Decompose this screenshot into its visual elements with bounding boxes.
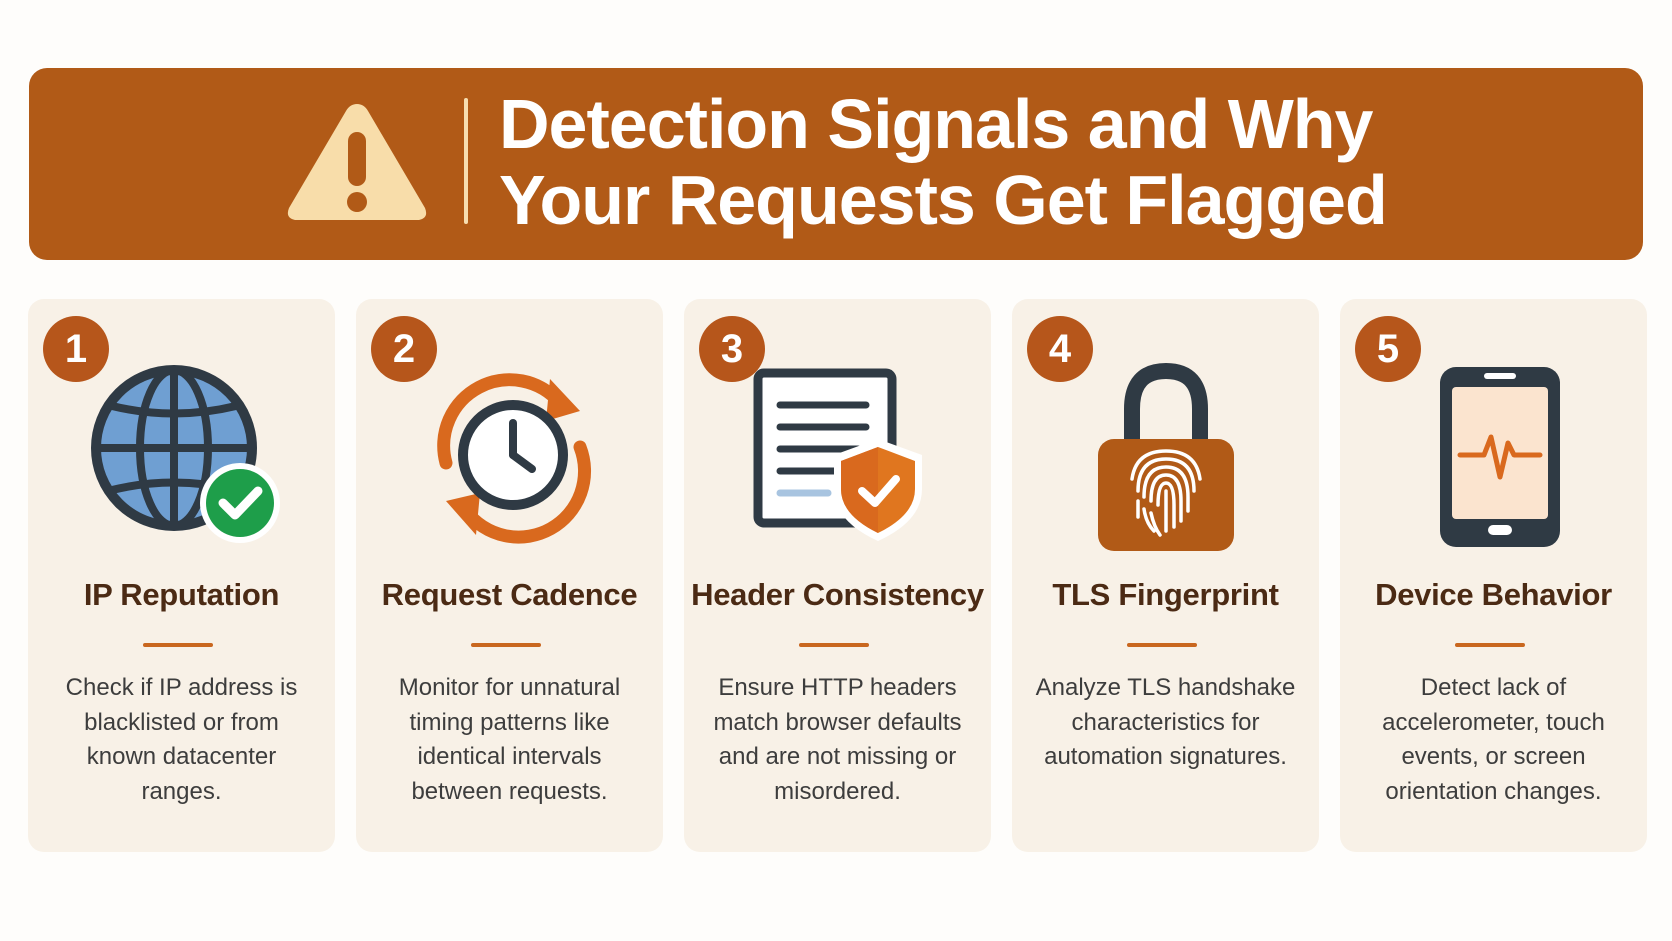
card-tls-fingerprint: 4 TLS Fingerprint Analyze TLS handshake …	[1012, 299, 1319, 852]
card-request-cadence: 2 Request Cadence Monitor for unnatural …	[356, 299, 663, 852]
card-description: Check if IP address is blacklisted or fr…	[65, 674, 298, 805]
card-description: Analyze TLS handshake characteristics fo…	[1035, 674, 1296, 770]
card-ip-reputation: 1 IP Reputation Check if IP address is b…	[28, 299, 335, 852]
step-number-badge: 2	[371, 316, 437, 382]
card-description: Ensure HTTP headers match browser defaul…	[713, 674, 962, 805]
header-divider	[464, 98, 468, 224]
card-header-consistency: 3 Header Consistency Ensure HTTP headers…	[684, 299, 991, 852]
step-number-badge: 5	[1355, 316, 1421, 382]
title-underline	[1127, 643, 1197, 647]
step-number-badge: 3	[699, 316, 765, 382]
card-title: Device Behavior	[1375, 577, 1612, 612]
title-line-2: Your Requests Get Flagged	[499, 161, 1388, 239]
card-description: Detect lack of accelerometer, touch even…	[1382, 674, 1605, 805]
warning-triangle-icon	[287, 104, 427, 220]
card-title: Request Cadence	[381, 577, 638, 612]
clock-cycle-icon	[437, 373, 591, 544]
title-underline	[143, 643, 213, 647]
card-title: TLS Fingerprint	[1052, 577, 1279, 612]
step-number-badge: 4	[1027, 316, 1093, 382]
page-title: Detection Signals and Why Your Requests …	[499, 86, 1499, 238]
header-banner: Detection Signals and Why Your Requests …	[29, 68, 1643, 260]
fingerprint-lock-icon	[1098, 362, 1234, 551]
title-underline	[1455, 643, 1525, 647]
card-title: IP Reputation	[83, 577, 280, 612]
title-line-1: Detection Signals and Why	[499, 85, 1373, 163]
title-underline	[471, 643, 541, 647]
card-device-behavior: 5 Device Behavior Detect lack of acceler…	[1340, 299, 1647, 852]
card-title: Header Consistency	[691, 577, 984, 612]
document-shield-icon	[753, 368, 922, 541]
title-underline	[799, 643, 869, 647]
globe-check-icon	[91, 365, 280, 543]
phone-pulse-icon	[1440, 367, 1560, 547]
card-description: Monitor for unnatural timing patterns li…	[398, 674, 621, 805]
step-number-badge: 1	[43, 316, 109, 382]
